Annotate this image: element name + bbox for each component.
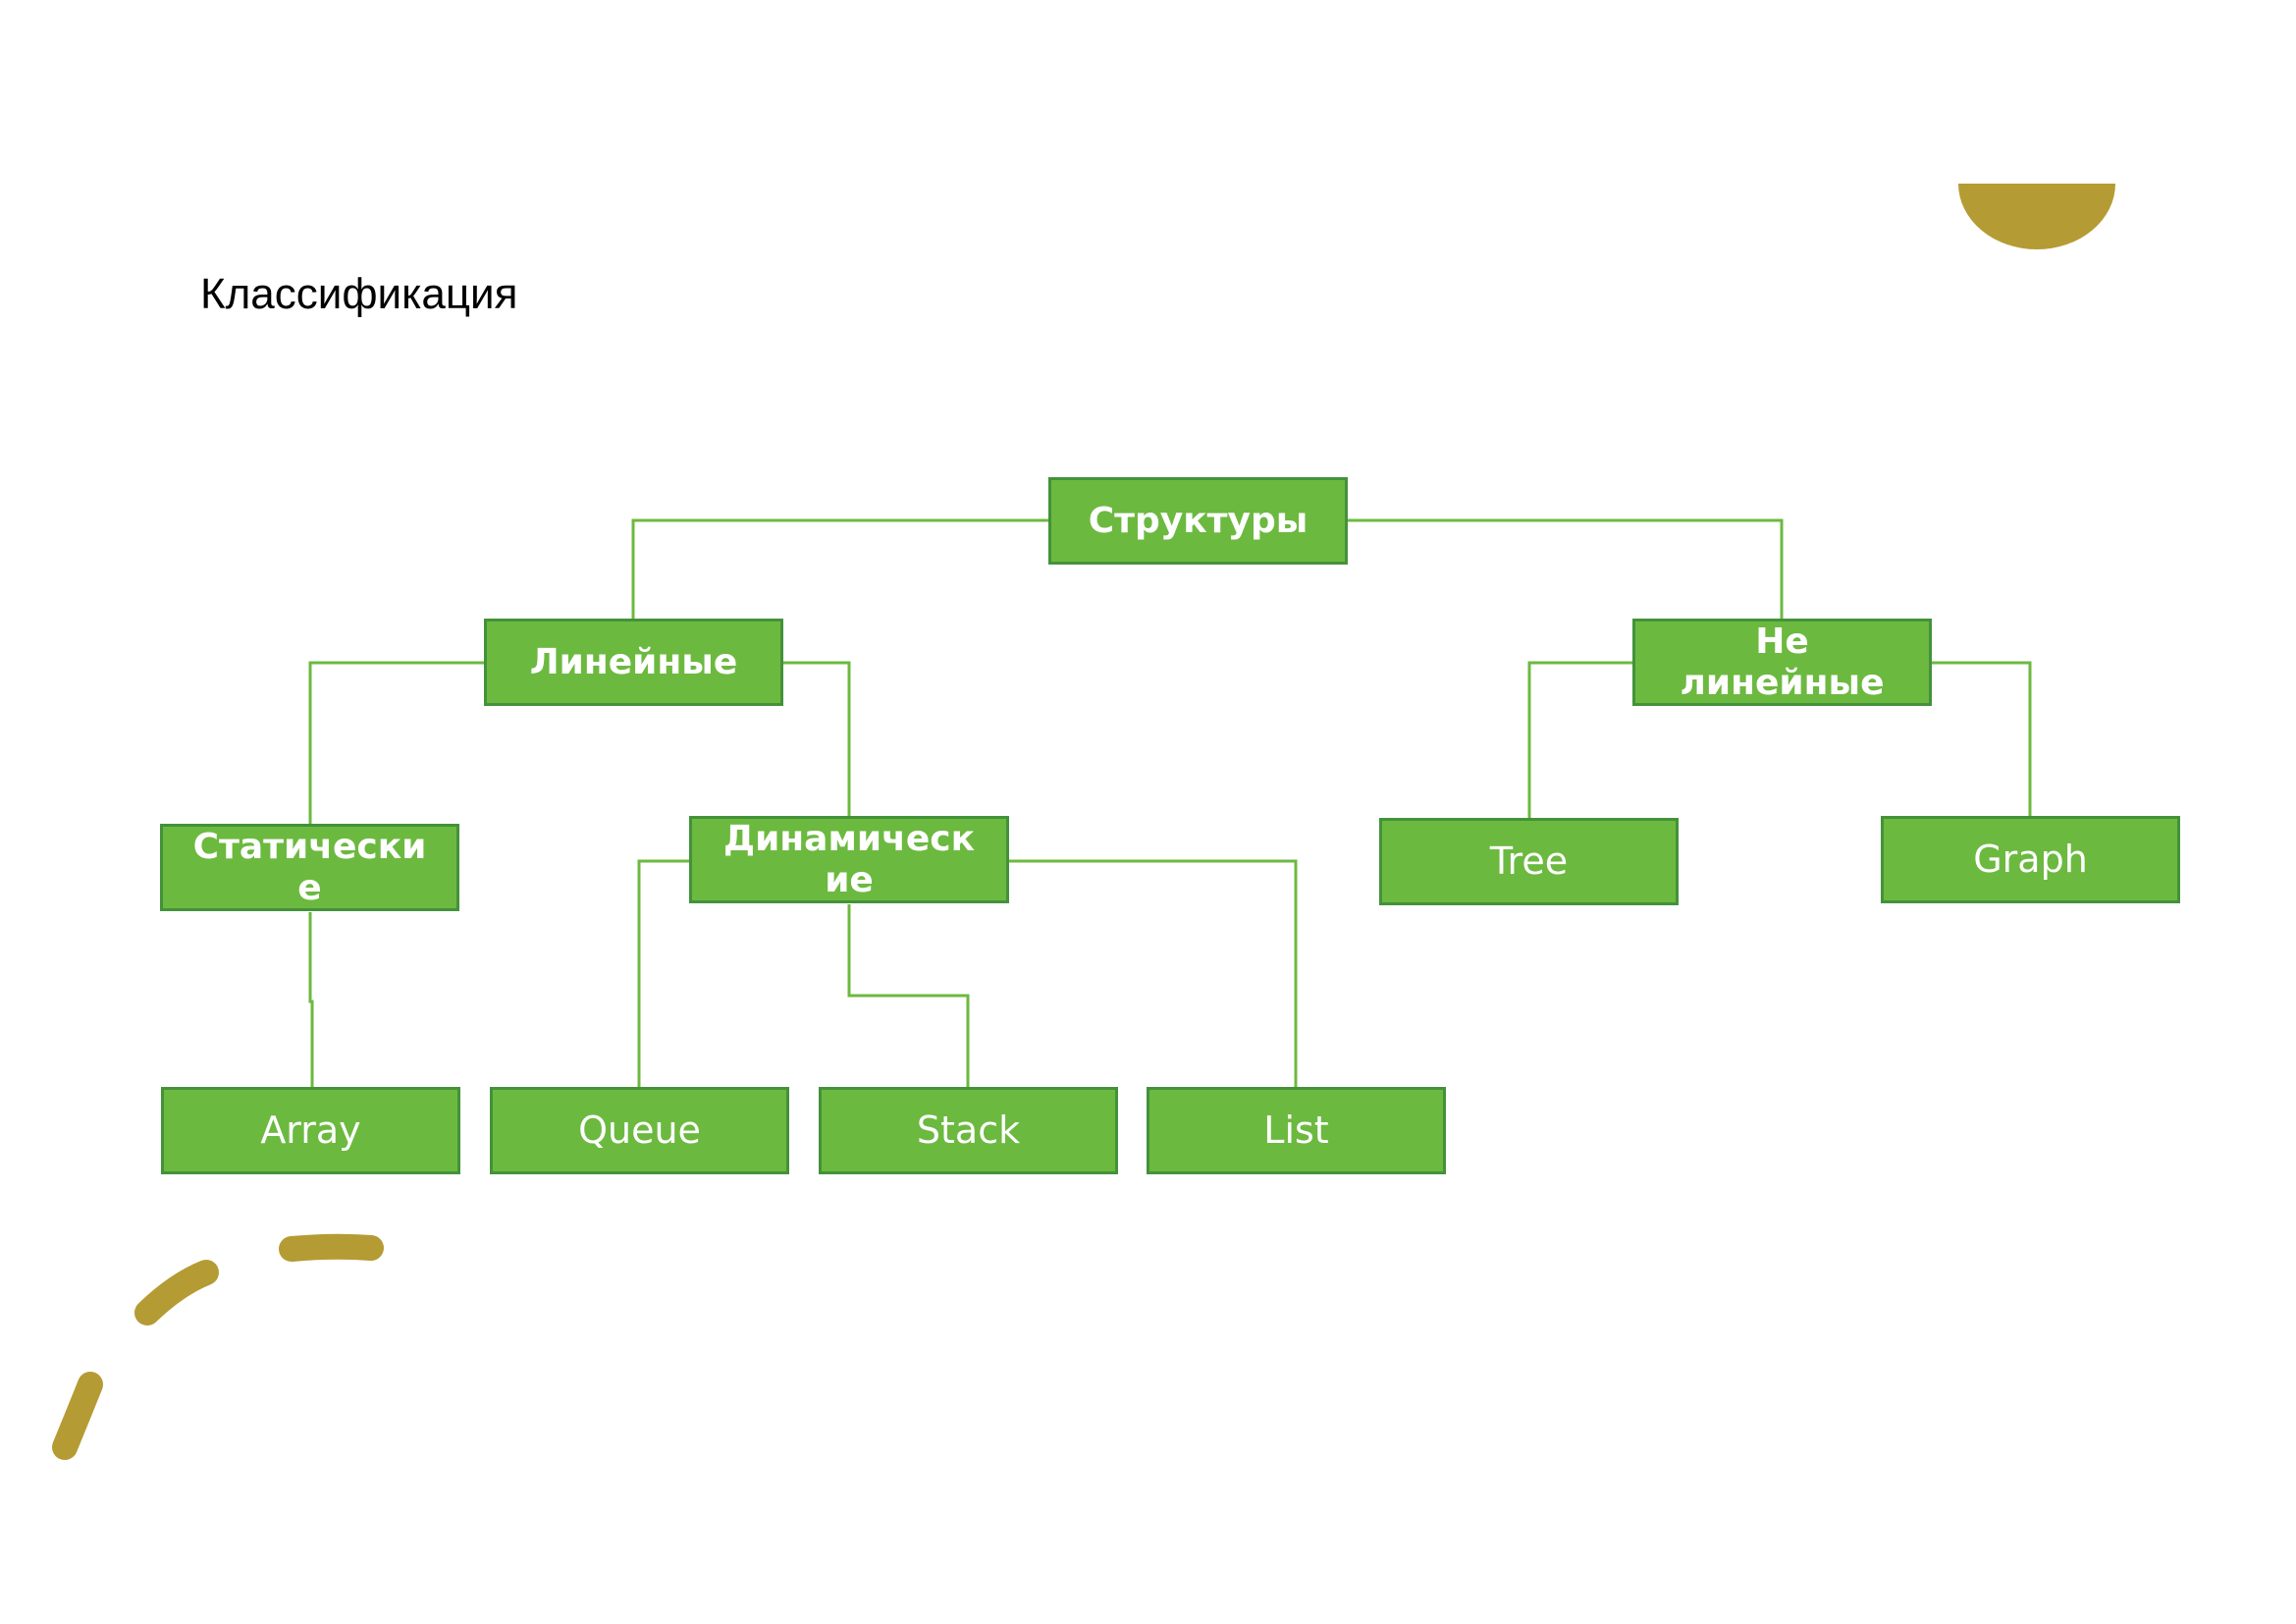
node-array: Array — [161, 1087, 460, 1174]
connector-linear-static — [308, 661, 484, 824]
connector-nonlinear-tree — [1527, 661, 1632, 818]
node-structures: Структуры — [1048, 477, 1348, 565]
connector-nonlinear-graph — [1932, 661, 2032, 816]
node-label: Не линейные — [1680, 622, 1885, 703]
node-label: Линейные — [529, 641, 738, 682]
node-label: Graph — [1973, 837, 2088, 881]
node-label: Queue — [578, 1108, 701, 1152]
node-nonlinear: Не линейные — [1632, 619, 1932, 706]
node-dynamic: Динамическ ие — [689, 816, 1009, 903]
node-tree: Tree — [1379, 818, 1679, 905]
connector-dynamic-list — [1009, 859, 1298, 1087]
connector-root-linear — [631, 518, 1048, 619]
node-label: Статически е — [192, 827, 427, 908]
node-list: List — [1147, 1087, 1446, 1174]
node-label: List — [1263, 1108, 1329, 1152]
connector-lines — [308, 518, 2032, 1087]
node-label: Структуры — [1088, 500, 1308, 541]
connector-linear-dynamic — [783, 661, 851, 816]
connector-dynamic-stack — [847, 904, 970, 1087]
gold-dash-segment — [134, 1260, 219, 1326]
gold-dash-segment — [52, 1372, 103, 1460]
node-queue: Queue — [490, 1087, 789, 1174]
connector-dynamic-queue — [637, 859, 689, 1087]
node-label: Tree — [1489, 839, 1569, 883]
node-label: Array — [260, 1108, 361, 1152]
node-stack: Stack — [819, 1087, 1118, 1174]
node-linear: Линейные — [484, 619, 783, 706]
gold-half-circle-decoration — [1958, 184, 2115, 249]
node-graph: Graph — [1881, 816, 2180, 903]
connector-static-array — [308, 912, 314, 1087]
connector-root-nonlinear — [1347, 518, 1784, 619]
gold-dashed-arc-decoration — [52, 1233, 384, 1460]
slide-title: Классификация — [200, 270, 518, 318]
gold-dash-segment — [279, 1233, 384, 1262]
node-label: Динамическ ие — [723, 819, 976, 900]
node-static: Статически е — [160, 824, 459, 911]
node-label: Stack — [916, 1108, 1021, 1152]
